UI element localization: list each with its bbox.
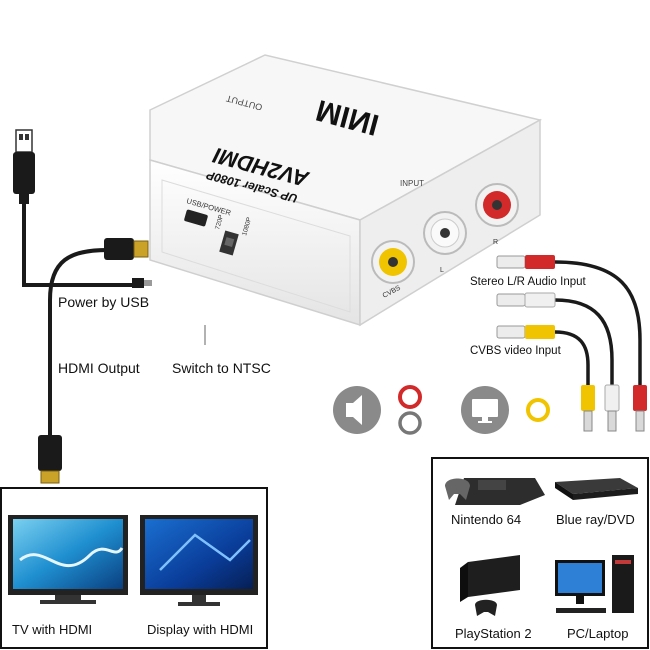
speaker-icon [333,386,381,434]
input-label-pc-laptop: PC/Laptop [567,626,629,641]
rca-cables [496,255,647,432]
stereo-audio-input-label: Stereo L/R Audio Input [470,276,586,288]
output-label-display: Display with HDMI [147,622,254,637]
tv-icon [8,515,128,604]
cvbs-video-input-label: CVBS video Input [470,345,561,357]
monitor-display-icon [140,515,258,606]
bluray-player-icon [555,478,638,500]
av2hdmi-converter [149,54,543,327]
pc-laptop-icon [555,555,634,613]
power-by-usb-label: Power by USB [58,294,150,310]
port-r-label: R [493,239,498,246]
port-l-label: L [440,267,444,274]
output-label-tv: TV with HDMI [12,622,93,637]
usb-cable [13,129,152,288]
rca-jack-cvbs [371,240,415,284]
device-input-label: INPUT [400,179,424,188]
input-label-playstation-2: PlayStation 2 [455,626,532,641]
res-1080-label: 1080P [241,217,253,237]
playstation-2-icon [460,555,520,616]
switch-to-ntsc-label: Switch to NTSC [172,360,271,376]
nintendo-64-icon [445,478,545,505]
input-label-bluray: Blue ray/DVD [556,512,635,527]
rca-jack-r [475,183,519,227]
monitor-icon [461,386,509,434]
hdmi-output-label: HDMI Output [58,360,140,376]
res-720-label: 720P [214,214,225,231]
rca-audio-red-icon [398,385,422,409]
rca-audio-white-icon [398,411,422,435]
rca-video-yellow-icon [526,398,550,422]
hdmi-cable [38,238,149,484]
rca-jack-l [423,211,467,255]
input-label-nintendo-64: Nintendo 64 [451,512,522,527]
